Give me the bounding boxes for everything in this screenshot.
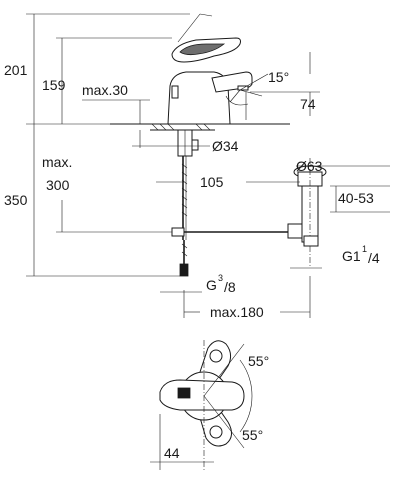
svg-text:3: 3 — [218, 273, 223, 283]
pop-up-waste — [287, 158, 327, 268]
shank-nut — [191, 139, 199, 151]
svg-text:1: 1 — [362, 244, 367, 254]
hose-fitting — [179, 263, 189, 277]
svg-text:G1: G1 — [342, 248, 361, 264]
angle-15-arc — [225, 95, 249, 106]
label-55-lower: 55° — [242, 427, 263, 443]
label-max: max. — [42, 154, 72, 170]
angle-15-line-b — [239, 89, 263, 97]
angle-55-arc-lower — [239, 395, 253, 433]
popup-knob — [171, 85, 179, 99]
label-15-degrees: 15° — [268, 69, 289, 85]
label-105: 105 — [200, 174, 224, 190]
angle-55-arc-upper — [239, 359, 253, 397]
label-74: 74 — [300, 96, 316, 112]
label-44: 44 — [164, 445, 180, 461]
top-lever — [159, 379, 245, 411]
label-dia-34: Ø34 — [212, 138, 239, 154]
top-lobe-upper-hole — [209, 349, 223, 363]
label-max-30: max.30 — [82, 82, 128, 98]
lever-travel-line — [177, 13, 201, 43]
top-lever-indicator — [177, 387, 191, 399]
label-g1-1-4: G1 1 /4 — [342, 244, 380, 266]
drain-pivot-housing — [287, 223, 303, 239]
label-g-3-8: G 3 /8 — [206, 273, 236, 295]
label-40-53: 40-53 — [338, 190, 374, 206]
top-lobe-lower-hole — [209, 425, 223, 439]
svg-text:G: G — [206, 277, 217, 293]
label-159: 159 — [42, 77, 66, 93]
label-max-180: max.180 — [210, 304, 264, 320]
dimension-lines — [26, 13, 390, 318]
angle-15-leader — [239, 73, 269, 91]
label-55-upper: 55° — [248, 353, 269, 369]
svg-text:/4: /4 — [368, 250, 380, 266]
countertop-hatching — [151, 123, 211, 131]
angle-15-line-a — [229, 89, 241, 103]
label-300: 300 — [46, 177, 70, 193]
faucet-side-view — [110, 13, 290, 277]
lever-handle-shade — [179, 43, 226, 56]
svg-text:/8: /8 — [224, 279, 236, 295]
label-350: 350 — [4, 192, 28, 208]
angle-55-line-lower — [203, 395, 245, 449]
lever-travel-tick — [199, 13, 213, 17]
dimension-labels: 201 159 max.30 15° 74 Ø34 Ø63 105 max. 3… — [4, 62, 380, 461]
label-dia-63: Ø63 — [296, 158, 323, 174]
faucet-top-view — [150, 340, 253, 470]
angle-55-line-upper — [203, 343, 245, 397]
label-201: 201 — [4, 62, 28, 78]
drain-tail-nut — [303, 235, 319, 247]
popup-rod-clamp — [171, 227, 185, 237]
